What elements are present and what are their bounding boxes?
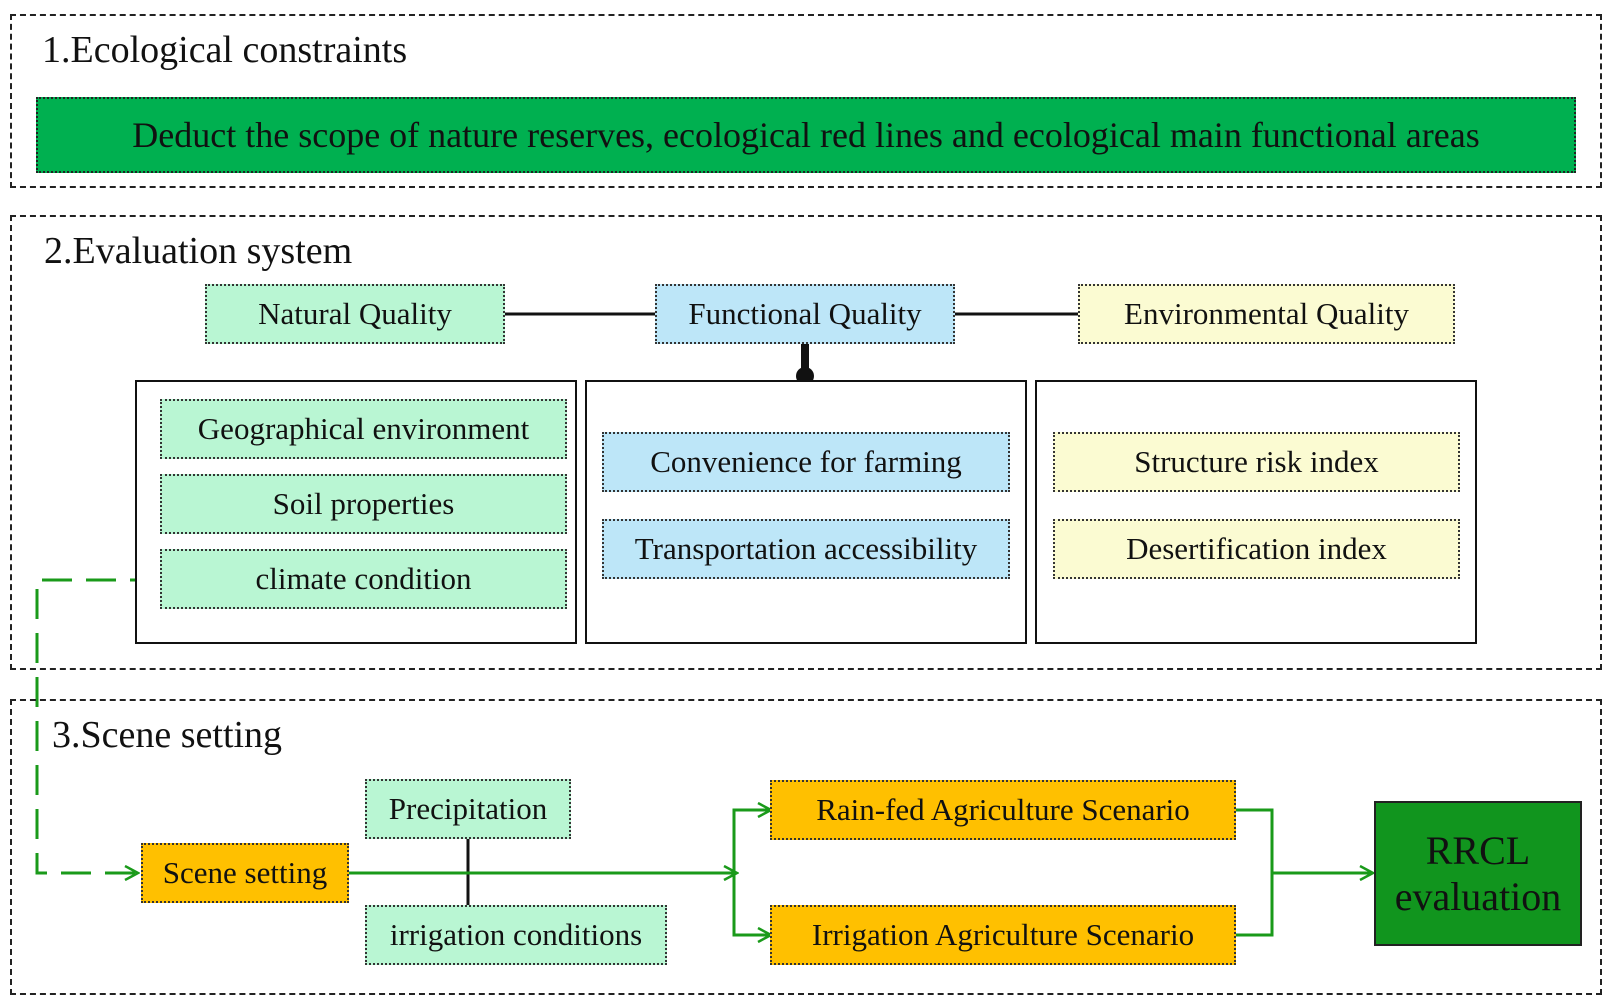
irrigation-scenario-box: Irrigation Agriculture Scenario — [770, 905, 1236, 965]
climate-condition-box: climate condition — [160, 549, 567, 609]
irrigation-conditions-box: irrigation conditions — [365, 905, 667, 965]
branch-to-rainfed-arrow — [732, 810, 770, 873]
section-2-title: 2.Evaluation system — [44, 230, 353, 272]
section-1-title: 1.Ecological constraints — [42, 29, 408, 71]
precipitation-box: Precipitation — [365, 779, 571, 839]
geographical-environment-box: Geographical environment — [160, 399, 567, 459]
environmental-quality-box: Environmental Quality — [1078, 284, 1455, 344]
natural-quality-box: Natural Quality — [205, 284, 505, 344]
section-3-title: 3.Scene setting — [52, 714, 283, 756]
section-scene-setting — [10, 699, 1602, 995]
functional-quality-box: Functional Quality — [655, 284, 955, 344]
environmental-quality-panel — [1035, 380, 1477, 644]
section-evaluation-system — [10, 215, 1602, 670]
transportation-accessibility-box: Transportation accessibility — [602, 519, 1010, 579]
functional-quality-panel — [585, 380, 1027, 644]
convenience-farming-box: Convenience for farming — [602, 432, 1010, 492]
rainfed-scenario-box: Rain-fed Agriculture Scenario — [770, 780, 1236, 840]
section-ecological-constraints — [10, 14, 1602, 188]
scene-setting-box: Scene setting — [141, 843, 349, 903]
desertification-index-box: Desertification index — [1053, 519, 1460, 579]
rrcl-evaluation-box: RRCL evaluation — [1374, 801, 1582, 946]
climate-to-scene-dashed-arrow — [35, 578, 160, 873]
soil-properties-box: Soil properties — [160, 474, 567, 534]
structure-risk-index-box: Structure risk index — [1053, 432, 1460, 492]
branch-to-irrigation-arrow — [732, 873, 770, 935]
ecological-banner: Deduct the scope of nature reserves, eco… — [36, 97, 1576, 173]
